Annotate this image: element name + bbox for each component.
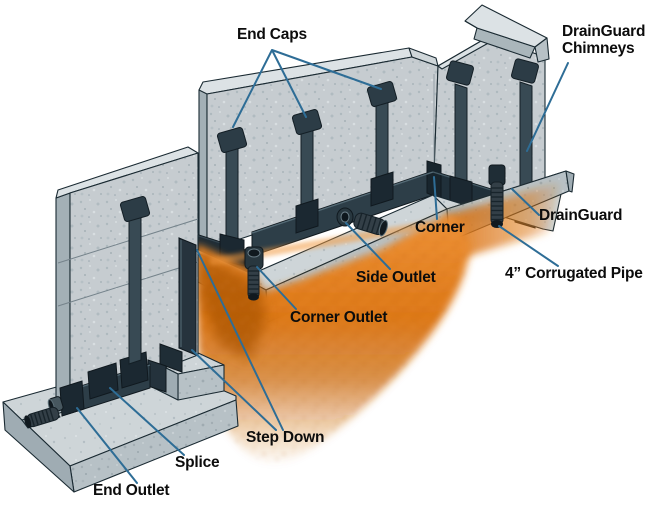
- chimney-end-cap: [445, 60, 475, 86]
- leader-corner: [433, 176, 438, 220]
- drainguard-channel-lower: [59, 237, 197, 417]
- label-corner-outlet: Corner Outlet: [290, 309, 388, 326]
- chimney-end-cap: [119, 196, 151, 222]
- label-end-caps: End Caps: [237, 26, 307, 43]
- chimney-strip: [128, 214, 142, 365]
- splice-cover: [87, 362, 119, 400]
- corrugated-pipe-piece: [353, 212, 388, 237]
- chimney-end-cap: [510, 58, 540, 84]
- leader-end-outlet: [76, 407, 138, 484]
- left-wall-end-face: [55, 192, 71, 415]
- leader-corrugated-pipe: [498, 225, 559, 267]
- chimney-end-cap: [216, 127, 248, 153]
- footing-end-face: [2, 401, 75, 493]
- corner-outlet-assembly: [244, 246, 264, 301]
- wall-return-end-face: [534, 37, 550, 63]
- side-outlet-assembly: [336, 207, 388, 237]
- corrugated-pipe-piece: [24, 406, 60, 428]
- leader-end-caps: [232, 49, 382, 128]
- label-drainguard: DrainGuard: [539, 207, 623, 224]
- left-wall-top-face: [55, 146, 199, 199]
- drainguard-chimney-left: [119, 196, 151, 365]
- chimney-junction: [370, 171, 394, 207]
- label-drainguard-chimneys-line2: Chimneys: [562, 39, 635, 57]
- leader-splice: [109, 387, 185, 456]
- step-down-channel-small: [147, 359, 167, 393]
- step-channel-mid: [159, 343, 183, 373]
- leader-corner-outlet: [256, 266, 297, 310]
- label-corner: Corner: [415, 219, 465, 236]
- leader-lines: [76, 49, 569, 484]
- label-side-outlet: Side Outlet: [356, 269, 436, 286]
- chimney-junction: [295, 198, 319, 234]
- chimney-strip: [225, 147, 239, 245]
- label-splice: Splice: [175, 454, 220, 471]
- label-drainguard-chimneys: DrainGuard Chimneys: [562, 23, 646, 57]
- center-wall-end-face: [198, 86, 208, 247]
- leader-step-down: [191, 249, 284, 431]
- drainguard-chimneys: [216, 58, 540, 245]
- label-drainguard-chimneys-line1: DrainGuard: [562, 23, 646, 40]
- label-end-outlet: End Outlet: [93, 482, 170, 499]
- right-footing-end-face: [565, 170, 575, 193]
- end-outlet-pipe: [24, 396, 64, 428]
- label-step-down: Step Down: [246, 429, 325, 446]
- label-corrugated-pipe: 4” Corrugated Pipe: [505, 265, 643, 282]
- leader-side-outlet: [345, 222, 391, 270]
- leader-drainguard-chimneys: [526, 62, 569, 152]
- chimney-strip: [454, 83, 468, 187]
- leader-drainguard: [511, 188, 540, 216]
- four-inch-pipe-assembly: [488, 164, 506, 228]
